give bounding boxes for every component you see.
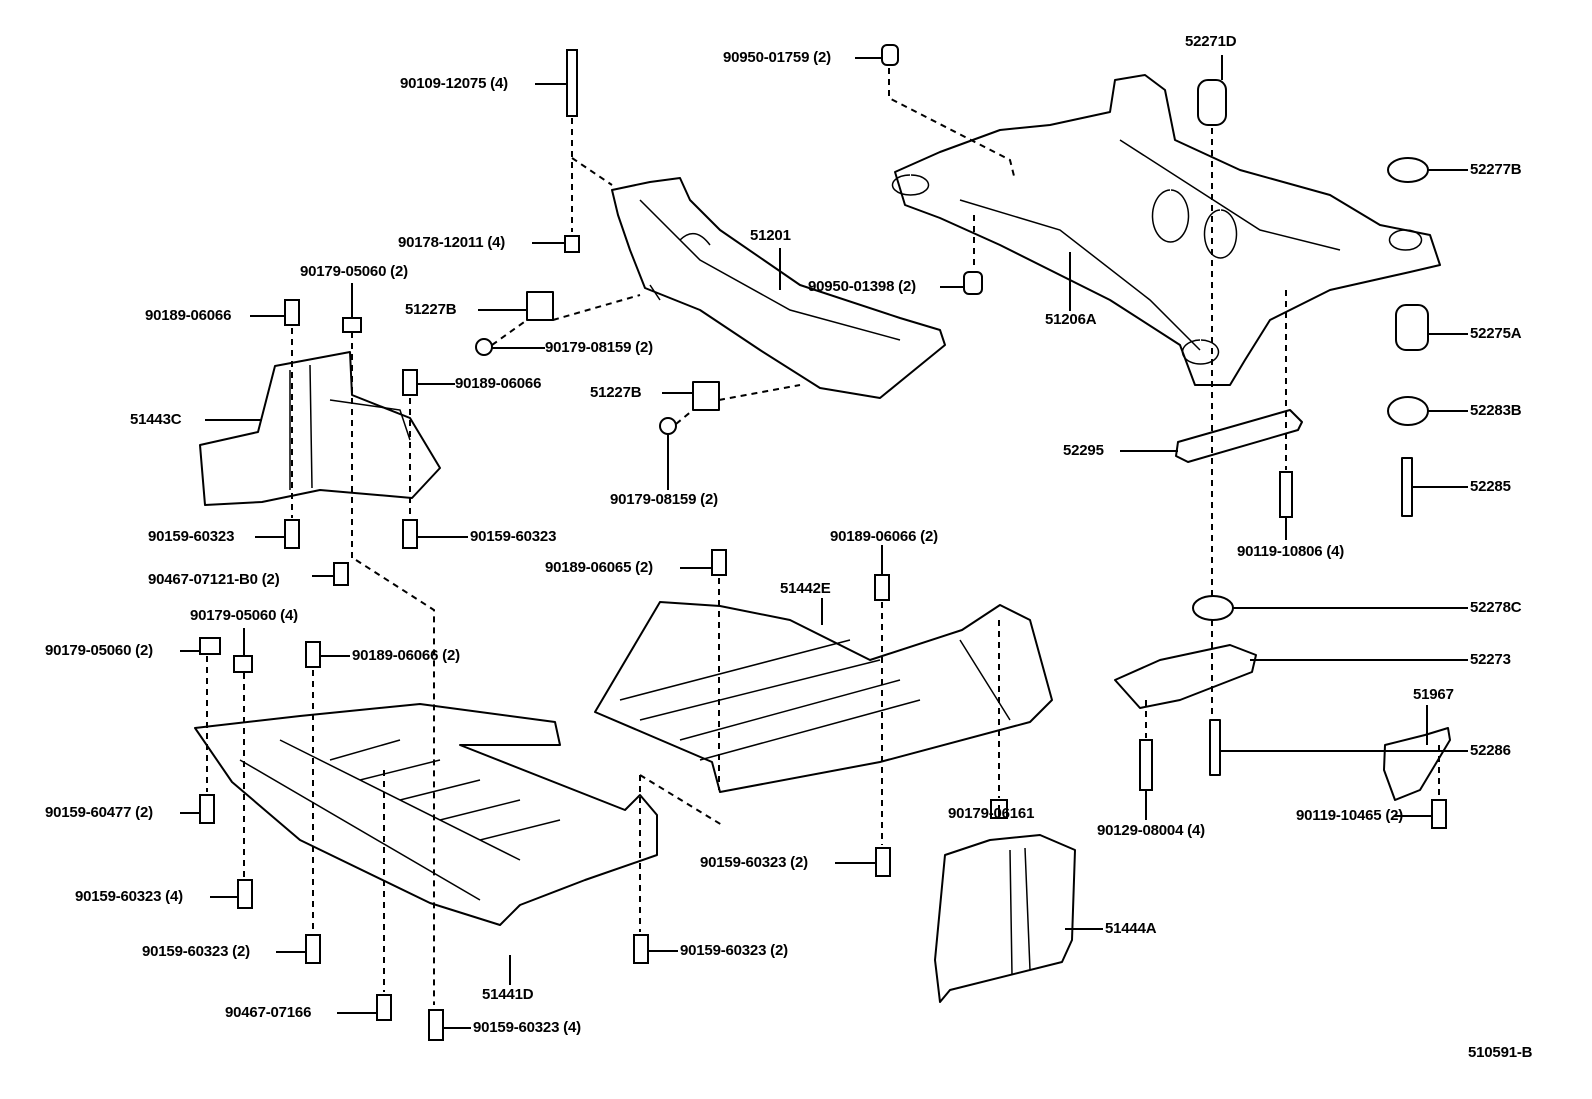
- label-90189-06066-d: 90189-06066 (2): [352, 647, 460, 664]
- washer-52278C: [1192, 595, 1234, 621]
- leader-lines: [180, 55, 1468, 1029]
- label-51206A: 51206A: [1045, 311, 1097, 328]
- bolt-52286: [1209, 719, 1221, 776]
- label-90189-06065: 90189-06065 (2): [545, 559, 653, 576]
- bar-52295: [1175, 409, 1303, 463]
- bushing-52275A: [1395, 304, 1429, 351]
- label-90159-60323-g: 90159-60323 (4): [473, 1019, 581, 1036]
- label-52273: 52273: [1470, 651, 1511, 668]
- label-90159-60323-e: 90159-60323 (2): [142, 943, 250, 960]
- label-52285: 52285: [1470, 478, 1511, 495]
- label-52286: 52286: [1470, 742, 1511, 759]
- crossmember-51201: [611, 177, 946, 399]
- label-90179-08159-b: 90179-08159 (2): [610, 491, 718, 508]
- label-90189-06066-c: 90189-06066 (2): [830, 528, 938, 545]
- engine-under-cover-51442E: [594, 601, 1053, 793]
- label-51442E: 51442E: [780, 580, 831, 597]
- bolt-52271D: [1197, 79, 1227, 126]
- diagram-id-label: 510591-B: [1468, 1044, 1533, 1061]
- label-51441D: 51441D: [482, 986, 534, 1003]
- cap-52277B: [1387, 157, 1429, 183]
- label-90109-12075: 90109-12075 (4): [400, 75, 508, 92]
- label-52278C: 52278C: [1470, 599, 1522, 616]
- subframe-51206A: [891, 74, 1441, 386]
- label-90179-08159-a: 90179-08159 (2): [545, 339, 653, 356]
- label-90159-60323-d: 90159-60323 (4): [75, 888, 183, 905]
- label-51227B-b: 51227B: [590, 384, 642, 401]
- label-90159-60477: 90159-60477 (2): [45, 804, 153, 821]
- label-90119-10806: 90119-10806 (4): [1237, 543, 1345, 560]
- label-90179-06161: 90179-06161: [948, 805, 1035, 822]
- label-52277B: 52277B: [1470, 161, 1522, 178]
- splash-shield-51444A: [934, 834, 1076, 1003]
- label-90159-60323-b: 90159-60323: [470, 528, 557, 545]
- label-90179-05060-b: 90179-05060 (4): [190, 607, 298, 624]
- label-52295: 52295: [1063, 442, 1104, 459]
- assembly-lines: [206, 68, 1440, 1005]
- label-51967: 51967: [1413, 686, 1454, 703]
- stopper-51227B-upper: [526, 291, 554, 321]
- label-90119-10465: 90119-10465 (2): [1296, 807, 1404, 824]
- label-90159-60323-c: 90159-60323 (2): [700, 854, 808, 871]
- bolt-52285: [1401, 457, 1413, 517]
- label-90950-01759: 90950-01759 (2): [723, 49, 831, 66]
- fasteners: [199, 44, 1447, 1041]
- label-90467-07121-B0: 90467-07121-B0 (2): [148, 571, 280, 588]
- stopper-51227B-lower: [692, 381, 720, 411]
- label-51444A: 51444A: [1105, 920, 1157, 937]
- label-90159-60323-f: 90159-60323 (2): [680, 942, 788, 959]
- label-90178-12011: 90178-12011 (4): [398, 234, 506, 251]
- engine-under-cover-51441D: [194, 703, 658, 926]
- stopper-52283B: [1387, 396, 1429, 426]
- label-90189-06066-a: 90189-06066: [145, 307, 232, 324]
- label-51443C: 51443C: [130, 411, 182, 428]
- label-90179-05060-a: 90179-05060 (2): [300, 263, 408, 280]
- label-52275A: 52275A: [1470, 325, 1522, 342]
- label-90189-06066-b: 90189-06066: [455, 375, 542, 392]
- label-52283B: 52283B: [1470, 402, 1522, 419]
- label-90467-07166: 90467-07166: [225, 1004, 312, 1021]
- label-90129-08004: 90129-08004 (4): [1097, 822, 1205, 839]
- label-90159-60323-a: 90159-60323: [148, 528, 235, 545]
- label-90179-05060-c: 90179-05060 (2): [45, 642, 153, 659]
- label-52271D: 52271D: [1185, 33, 1237, 50]
- label-90950-01398: 90950-01398 (2): [808, 278, 916, 295]
- bracket-52273: [1114, 644, 1257, 709]
- bracket-51967: [1383, 727, 1451, 801]
- splash-shield-51443C: [199, 351, 441, 506]
- label-51201: 51201: [750, 227, 791, 244]
- label-51227B-a: 51227B: [405, 301, 457, 318]
